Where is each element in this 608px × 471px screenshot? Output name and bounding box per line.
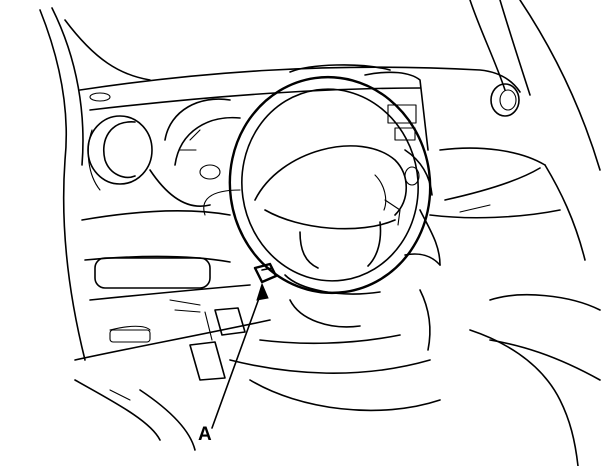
windshield-frame [469, 0, 601, 171]
dashboard-top [79, 64, 521, 111]
steering-column [284, 274, 381, 328]
callout-leader-a [211, 282, 269, 429]
pedals [189, 307, 246, 381]
lower-dash [74, 210, 271, 361]
center-stack [364, 71, 441, 266]
left-air-vent [87, 115, 153, 191]
right-air-vent [490, 83, 520, 117]
passenger-dash [429, 147, 586, 261]
connector-a [253, 262, 278, 284]
instrument-cluster [149, 98, 241, 207]
callout-label-a: A [198, 424, 212, 445]
a-pillar-left [39, 7, 151, 361]
steering-wheel [203, 75, 432, 295]
floor-lines [74, 379, 196, 451]
passenger-seat [469, 294, 601, 467]
center-console [229, 289, 441, 412]
